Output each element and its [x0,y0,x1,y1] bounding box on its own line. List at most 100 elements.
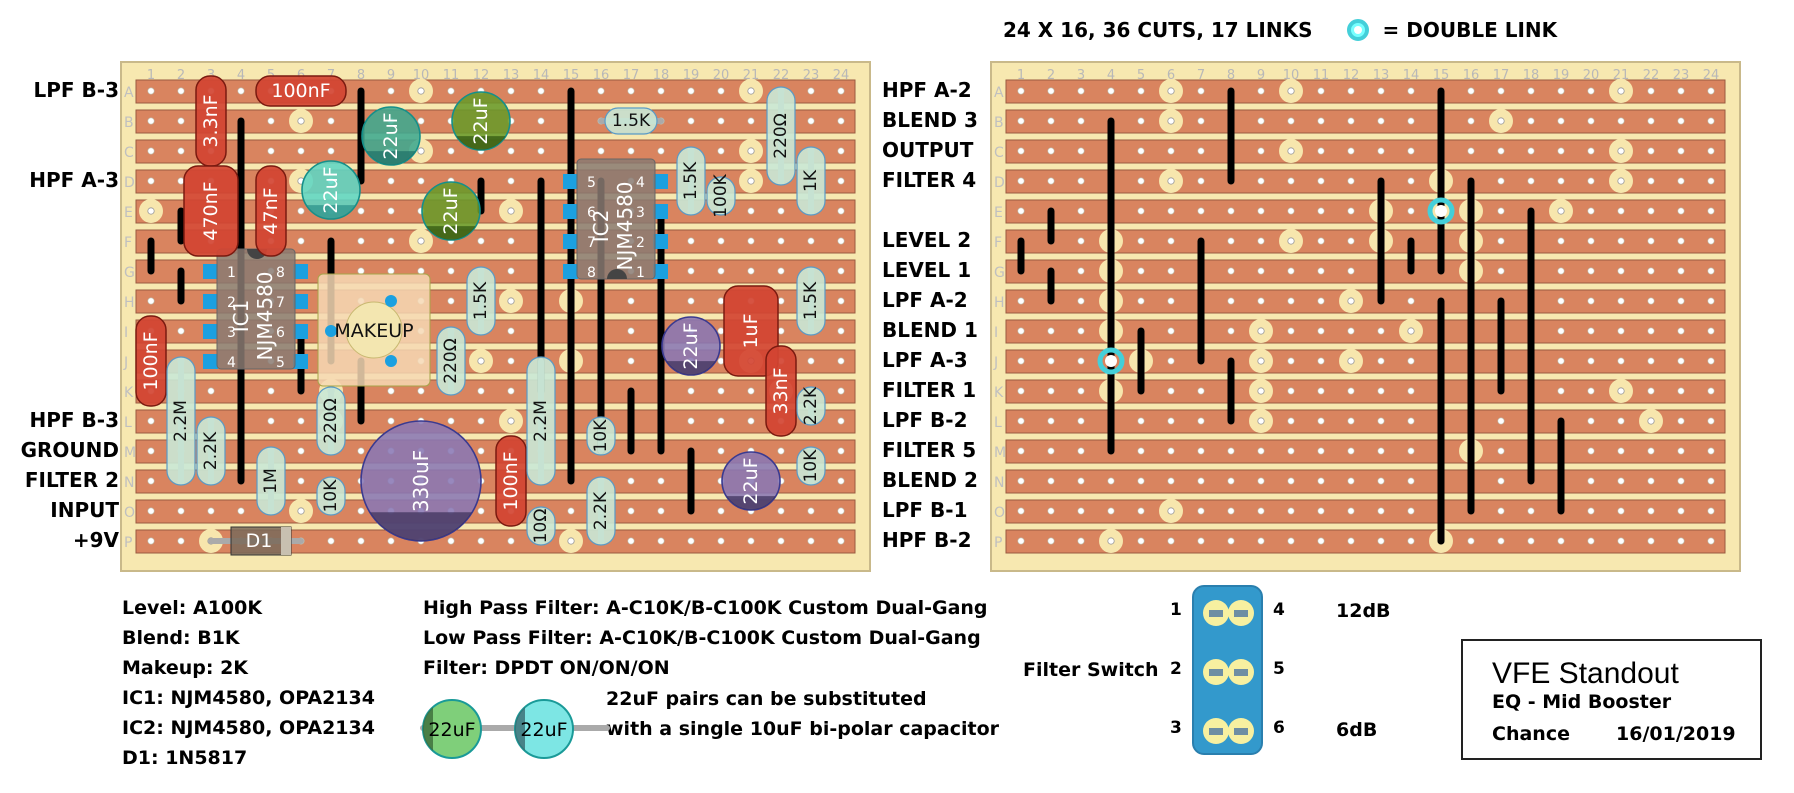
hole [1317,387,1325,395]
hole [627,357,635,365]
hole [837,297,845,305]
project-author: Chance [1492,723,1570,745]
ic-pad [653,234,668,249]
hole [417,117,425,125]
column-number: 20 [1583,68,1600,83]
column-number: 11 [1313,68,1330,83]
resistor: 10K [586,416,616,456]
electrolytic-capacitor: 330uF [360,420,482,542]
hole [1707,297,1715,305]
row-letter: I [124,325,128,341]
hole [1647,177,1655,185]
film-cap-label: 100nF [500,451,522,510]
hole [1197,207,1205,215]
ic-reference: IC2 [589,210,613,243]
resistor: 2.2K [196,416,226,486]
hole [537,87,545,95]
resistor-label: 220Ω [771,113,791,158]
row-letter: O [124,505,135,521]
hole [1317,207,1325,215]
hole [447,537,455,545]
cap-polarity-stripe [370,512,472,541]
row-letter: E [124,205,133,221]
row-letter: O [994,505,1005,521]
ic-pad [203,294,218,309]
note-hpf: High Pass Filter: A-C10K/B-C100K Custom … [423,597,988,619]
hole [1167,447,1175,455]
hole [1497,117,1505,125]
hole [417,267,425,275]
hole [657,147,665,155]
resistor: 2.2K [796,386,826,426]
hole [1407,147,1415,155]
hole [717,417,725,425]
hole [1257,237,1265,245]
hole [1047,117,1055,125]
hole [1587,387,1595,395]
hole [1017,177,1025,185]
hole [1647,147,1655,155]
resistor-label: 1M [261,468,281,493]
hole [1707,267,1715,275]
resistor: 10Ω [526,506,556,546]
column-number: 13 [503,68,520,83]
right-connection-label: LEVEL 1 [882,258,972,282]
ic-pin-number: 7 [587,235,596,251]
switch-lug-6-number: 6 [1273,718,1285,738]
cap-label: 22uF [320,166,342,213]
resistor-label: 2.2K [801,386,821,425]
hole [837,537,845,545]
copper-strip-P [1005,529,1726,554]
hole [1017,447,1025,455]
hole [1047,537,1055,545]
hole [177,87,185,95]
copper-strip-C [1005,139,1726,164]
hole [1077,117,1085,125]
hole [297,417,305,425]
hole [447,267,455,275]
note-ic2: IC2: NJM4580, OPA2134 [122,717,375,739]
row-letter: J [123,355,128,371]
hole [1227,267,1235,275]
hole [477,237,485,245]
row-letter: H [994,295,1005,311]
film-cap-body [495,435,527,527]
hole [1257,417,1265,425]
hole [1617,357,1625,365]
hole [747,237,755,245]
cap-body [451,91,511,151]
hole [1707,177,1715,185]
column-number: 17 [1493,68,1510,83]
electrolytic-capacitor: 22uF [421,181,481,241]
hole [1017,87,1025,95]
switch-position-6db: 6dB [1336,719,1378,741]
hole [1227,327,1235,335]
hole [1557,237,1565,245]
hole [1017,117,1025,125]
hole [1677,207,1685,215]
trimpot-dial [345,301,403,359]
hole [207,507,215,515]
hole [1707,117,1715,125]
hole [1047,507,1055,515]
resistor-label: 220Ω [441,338,461,383]
hole [1587,117,1595,125]
hole [1407,507,1415,515]
hole [1017,537,1025,545]
column-number: 16 [1463,68,1480,83]
hole [627,477,635,485]
film-cap-label: 3.3nF [200,94,222,147]
hole [1377,507,1385,515]
hole [1377,477,1385,485]
resistor-label: 1.5K [681,161,701,200]
trimpot-label: MAKEUP [334,320,413,342]
diode-d1: D1 [208,526,304,556]
hole [267,147,275,155]
cap-body [661,316,721,376]
hole [777,207,785,215]
column-number: 20 [713,68,730,83]
resistor: 2.2K [586,476,616,546]
electrolytic-capacitor: 22uF [661,316,721,376]
hole [1647,417,1655,425]
